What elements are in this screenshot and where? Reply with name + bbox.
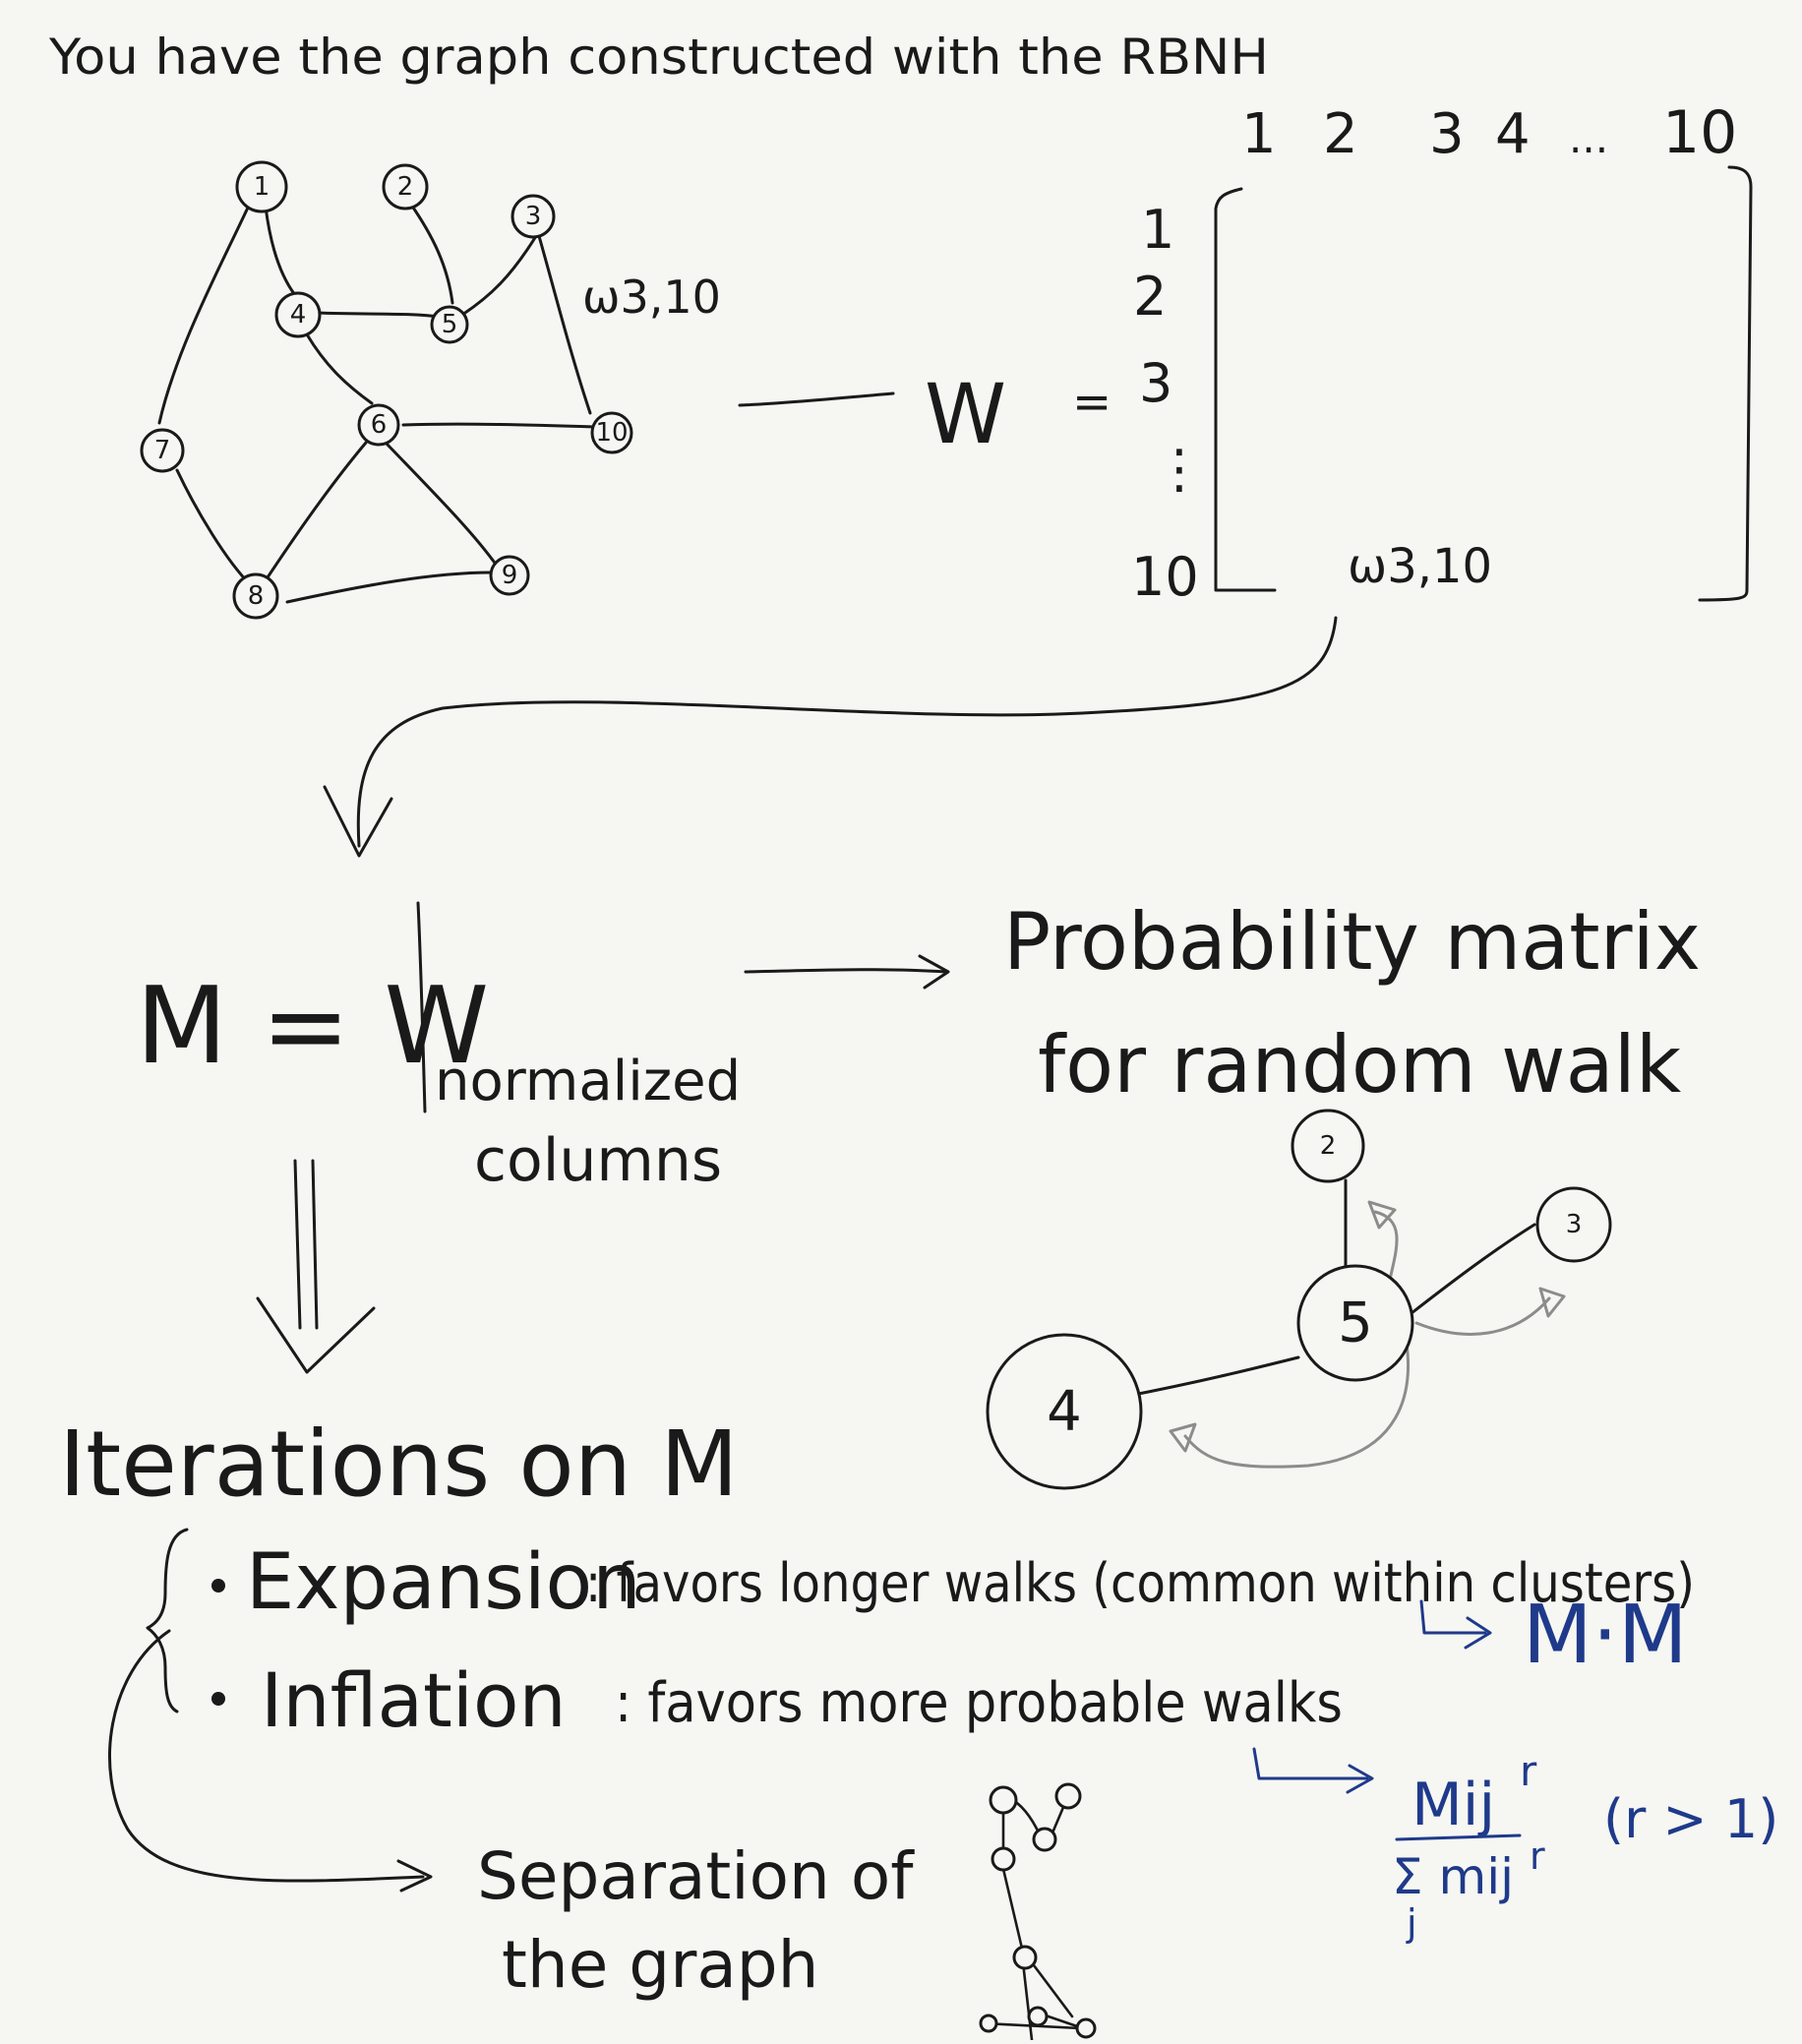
walk-node-5: 5 <box>1296 1264 1414 1382</box>
expansion-desc: : favors longer walks (common within clu… <box>585 1552 1695 1614</box>
matrix-col-label-2: 2 <box>1323 102 1358 166</box>
svg-text:5: 5 <box>442 310 458 339</box>
matrix-block: W = 1 2 3 4 ... 10 1 2 3 ⋮ 10 ω3,10 <box>925 98 1753 608</box>
page-title: You have the graph constructed with the … <box>48 29 1269 86</box>
svg-text:2: 2 <box>1320 1131 1337 1161</box>
inflation-formula: Mij r Σ mij r j (r > 1) <box>1392 1747 1778 1945</box>
graph-node-9: 9 <box>489 555 530 596</box>
graph-node-8: 8 <box>232 572 279 620</box>
walk-node-3: 3 <box>1535 1186 1612 1263</box>
arrow-to-graph <box>738 391 895 407</box>
graph-node-7: 7 <box>140 428 185 473</box>
svg-text:6: 6 <box>371 410 388 440</box>
inflation-condition: (r > 1) <box>1603 1788 1778 1850</box>
matrix-lhs: W <box>925 366 1006 462</box>
probability-line1: Probability matrix <box>1003 896 1701 988</box>
graph-edges <box>157 193 597 604</box>
inflation-denominator: Σ mij <box>1392 1848 1514 1905</box>
matrix-equals: = <box>1072 375 1111 430</box>
matrix-right-bracket <box>1698 165 1753 602</box>
arrow-matrix-to-normalization-head <box>323 785 393 858</box>
inflation-desc: : favors more probable walks <box>615 1671 1343 1735</box>
matrix-entry-label: ω3,10 <box>1348 539 1492 594</box>
matrix-col-label-4: 4 <box>1495 102 1531 166</box>
graph-node-10: 10 <box>590 411 633 454</box>
inflation-bullet <box>211 1692 225 1706</box>
svg-text:8: 8 <box>248 581 265 611</box>
expansion-hook-arrow <box>1419 1599 1487 1635</box>
svg-text:10: 10 <box>595 418 628 448</box>
expansion-bullet <box>211 1579 225 1593</box>
inflation-numerator: Mij <box>1412 1771 1495 1839</box>
matrix-row-label-10: 10 <box>1131 546 1199 608</box>
graph-node-4: 4 <box>274 291 322 338</box>
arrow-to-probability-head <box>918 954 950 990</box>
graph-node-3: 3 <box>511 194 556 239</box>
normalization-bar <box>416 901 427 1113</box>
matrix-col-label-3: 3 <box>1429 102 1465 166</box>
edge-weight-label: ω3,10 <box>582 271 721 324</box>
matrix-row-label-vdots: ⋮ <box>1153 438 1206 500</box>
graph-node-5: 5 <box>430 305 469 344</box>
svg-text:4: 4 <box>290 300 307 330</box>
separated-graph <box>979 1782 1097 2044</box>
graph-node-6: 6 <box>357 403 400 447</box>
inflation-term: Inflation <box>261 1656 567 1744</box>
random-walk-example: 2 3 4 5 <box>986 1109 1612 1490</box>
expansion-term: Expansion <box>246 1538 641 1627</box>
expansion-formula: M·M <box>1523 1589 1688 1682</box>
svg-text:7: 7 <box>154 436 171 465</box>
arrow-to-probability <box>744 968 948 974</box>
walk-node-4: 4 <box>986 1333 1143 1490</box>
matrix-row-label-3: 3 <box>1139 352 1172 414</box>
iterations-brace <box>146 1528 189 1713</box>
svg-text:3: 3 <box>1566 1210 1583 1239</box>
normalization-equation: M = W <box>136 965 489 1088</box>
separation-line2: the graph <box>502 1927 819 2003</box>
svg-text:4: 4 <box>1047 1380 1082 1444</box>
matrix-left-bracket <box>1214 187 1277 592</box>
svg-text:9: 9 <box>502 561 518 590</box>
inflation-hook-arrow <box>1252 1747 1369 1780</box>
graph-nodes: 1 2 3 4 5 6 7 8 <box>140 160 633 620</box>
separation-line1: Separation of <box>477 1838 915 1914</box>
iterations-heading: Iterations on M <box>59 1412 739 1517</box>
svg-text:5: 5 <box>1338 1292 1373 1355</box>
matrix-col-label-10: 10 <box>1662 98 1737 167</box>
inflation-sum-index: j <box>1406 1901 1417 1945</box>
arrow-matrix-to-normalization <box>356 616 1338 848</box>
probability-line2: for random walk <box>1038 1019 1682 1111</box>
walk-node-2: 2 <box>1291 1109 1365 1183</box>
svg-text:3: 3 <box>525 202 542 231</box>
normalization-subscript-line1: normalized <box>435 1050 741 1113</box>
normalization-subscript-line2: columns <box>474 1126 722 1195</box>
svg-text:1: 1 <box>254 172 270 202</box>
matrix-row-label-1: 1 <box>1141 199 1174 261</box>
matrix-col-label-dots: ... <box>1569 114 1608 162</box>
matrix-col-label-1: 1 <box>1241 102 1277 166</box>
svg-text:2: 2 <box>397 172 414 202</box>
graph-node-1: 1 <box>235 160 288 213</box>
graph-node-2: 2 <box>382 163 429 210</box>
matrix-row-label-2: 2 <box>1133 266 1167 328</box>
arrow-to-separation <box>108 1629 425 1883</box>
inflation-numerator-exp: r <box>1520 1747 1537 1795</box>
arrow-to-iterations <box>293 1159 302 1330</box>
inflation-denominator-exp: r <box>1530 1834 1545 1878</box>
